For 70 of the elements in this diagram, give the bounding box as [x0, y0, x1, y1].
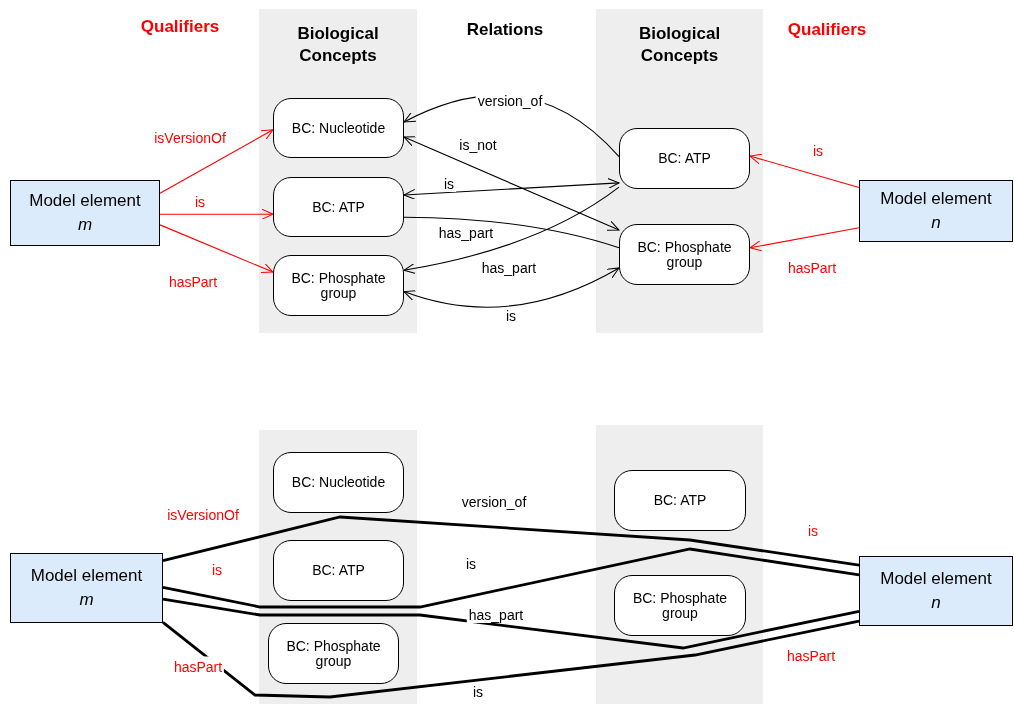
column-heading: Qualifiers — [140, 16, 220, 39]
edge-label: isVersionOf — [152, 130, 228, 146]
model-element-text: Model element — [29, 190, 141, 212]
concept-box — [619, 128, 750, 189]
edge-label: is — [503, 308, 519, 324]
edge-label: version_of — [459, 494, 529, 510]
model-element-box — [10, 180, 160, 246]
model-element-text: Model element — [880, 568, 992, 590]
concept-column — [596, 425, 763, 704]
concept-box — [619, 224, 750, 285]
edge-label: has_part — [479, 260, 539, 276]
model-element-variable: m — [77, 214, 93, 236]
connector-line — [749, 227, 860, 252]
connector-line — [162, 547, 860, 609]
edge-label: is — [192, 194, 208, 210]
concept-text: BC: ATP — [653, 493, 707, 508]
edge-label: hasPart — [166, 274, 220, 290]
concept-box — [268, 623, 399, 684]
edge-label: has_part — [466, 607, 526, 623]
column-heading: Biological Concepts — [637, 23, 722, 67]
model-element-variable: m — [79, 589, 94, 611]
concept-text: BC: Phosphate group — [285, 638, 382, 669]
connector-line — [162, 515, 860, 567]
model-element-box — [859, 556, 1013, 626]
concept-box — [614, 470, 746, 531]
concept-text: BC: Phosphate group — [290, 270, 387, 301]
connector-line — [162, 597, 860, 650]
column-heading: Relations — [466, 19, 544, 42]
concept-box — [273, 452, 404, 513]
connector-line — [749, 153, 860, 188]
concept-column — [259, 430, 417, 704]
connector-line — [403, 186, 620, 274]
model-element-box — [859, 180, 1013, 242]
edge-label: is — [441, 176, 457, 192]
concept-text: BC: Nucleotide — [291, 120, 386, 136]
model-element-variable: n — [931, 592, 941, 614]
concept-box — [614, 575, 746, 636]
concept-box — [273, 177, 404, 237]
concept-text: BC: ATP — [658, 151, 711, 166]
connector-line — [159, 208, 274, 220]
connector-line — [403, 267, 620, 308]
connector-line — [159, 129, 274, 194]
concept-text: BC: Phosphate group — [631, 590, 729, 621]
concept-text: BC: Nucleotide — [291, 475, 386, 490]
model-element-box — [10, 553, 163, 623]
edge-label: is_not — [457, 137, 499, 153]
concept-text: BC: Phosphate group — [636, 239, 733, 270]
edge-label: hasPart — [785, 260, 839, 276]
edge-label: is — [810, 143, 826, 159]
connector-line — [162, 619, 860, 699]
edge-label: is — [470, 684, 486, 700]
connector-line — [403, 136, 620, 231]
concept-box — [273, 255, 404, 316]
concept-column — [596, 9, 763, 333]
model-element-variable: n — [931, 212, 941, 234]
edge-label: has_part — [436, 225, 496, 241]
connector-line — [403, 178, 620, 200]
column-heading: Biological Concepts — [296, 23, 380, 67]
connector-line — [403, 216, 620, 249]
column-heading: Qualifiers — [787, 19, 867, 42]
model-element-text: Model element — [30, 565, 143, 587]
concept-text: BC: ATP — [312, 563, 365, 578]
edge-label: version_of — [475, 93, 545, 109]
concept-box — [273, 540, 404, 601]
edge-label: is — [463, 556, 479, 572]
model-element-text: Model element — [880, 188, 992, 210]
connector-line — [159, 224, 274, 273]
concept-text: BC: ATP — [312, 199, 365, 215]
concept-column — [259, 9, 417, 333]
concept-box — [273, 98, 404, 158]
